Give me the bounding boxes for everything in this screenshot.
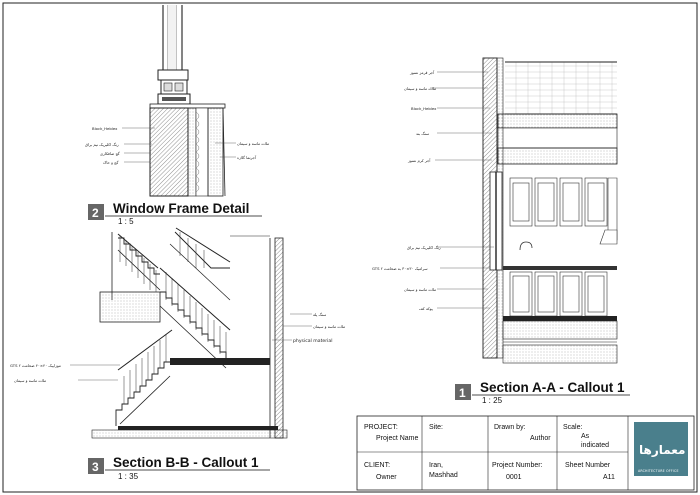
site-value-line2: Mashhad: [429, 472, 458, 479]
firm-logo-subtitle: ARCHITECTURE OFFICE: [638, 469, 679, 473]
scale-label: Scale:: [563, 424, 583, 431]
view-number-badge: [88, 458, 104, 474]
project-value: Project Name: [376, 435, 419, 442]
view-scale: 1 : 5: [118, 217, 134, 226]
firm-logo: [634, 422, 688, 476]
sheet-number-label: Sheet Number: [565, 462, 611, 469]
site-label: Site:: [429, 424, 443, 431]
label-acrylic-paint: رنگ اکلیریک نیم براق: [85, 142, 119, 147]
drawn-by-value: Author: [530, 435, 551, 442]
view-scale: 1 : 35: [118, 472, 139, 481]
section-aa-view: آجر قرمز نسوز ملات ماسه و سیمان Block_He…: [372, 57, 630, 405]
label-band-stone: سنگ بند: [416, 131, 429, 136]
project-number-value: 0001: [506, 474, 522, 481]
view-scale: 1 : 25: [482, 396, 503, 405]
label-stair-mortar: ملات ماسه و سیمان: [313, 324, 345, 329]
project-label: PROJECT:: [364, 424, 398, 431]
client-value: Owner: [376, 474, 397, 481]
scale-value-line1: As: [581, 433, 590, 440]
label-red-brick: آجر قرمز نسوز: [409, 70, 435, 75]
label-floor-mortar: ملات ماسه و سیمان: [404, 287, 436, 292]
title-block: PROJECT: Project Name Site: Drawn by: Au…: [356, 415, 695, 491]
label-floor-fill: پوکه کف: [419, 306, 433, 311]
label-stair-stone: سنگ پله: [313, 312, 326, 317]
client-label: CLIENT:: [364, 462, 390, 469]
label-mosaic: GTS موزاییک ۴۰×۴۰ ضخامت ۲: [10, 363, 61, 368]
window-frame-detail-view: Block_Heblex رنگ اکلیریک نیم براق گچ صاف…: [85, 5, 269, 226]
view-number: 2: [92, 206, 99, 220]
label-cream-brick: آجر کرم نسوز: [407, 158, 431, 163]
view-title: Section B-B - Callout 1: [113, 455, 259, 470]
label-mortar-right: ملات ماسه و سیمان: [237, 141, 269, 146]
view-number: 3: [92, 460, 99, 474]
site-value-line1: Iran,: [429, 462, 443, 469]
scale-value-line2: indicated: [581, 442, 609, 449]
label-top-mortar: ملات ماسه و سیمان: [404, 86, 436, 91]
section-bb-view: سنگ پله ملات ماسه و سیمان physical mater…: [10, 227, 345, 481]
firm-logo-text: معمارها: [639, 443, 686, 457]
view-number: 1: [459, 386, 466, 400]
label-block-heblex: Block_Heblex: [411, 106, 437, 111]
label-plaster-soil: گچ و خاک: [103, 160, 119, 165]
view-number-badge: [455, 384, 471, 400]
project-number-label: Project Number:: [492, 462, 543, 469]
label-block-heblex: Block_Heblex: [92, 126, 118, 131]
label-acrylic-paint: رنگ اکلیریک نیم براق: [407, 245, 441, 250]
view-number-badge: [88, 204, 104, 220]
label-physical-material: physical material: [293, 338, 332, 344]
view-title: Window Frame Detail: [113, 201, 249, 216]
label-glazed-brick: آجرنما گلازه: [237, 155, 257, 160]
sheet-number-value: A11: [603, 474, 615, 481]
drawn-by-label: Drawn by:: [494, 424, 526, 431]
label-floor-mortar: ملات ماسه و سیمان: [14, 378, 46, 383]
label-smooth-plaster: گچ صافکاری: [100, 151, 120, 156]
label-ceramic-tile: GTS سرامیک ۳۰×۳۰ به ضخامت ۲: [372, 266, 428, 271]
view-title: Section A-A - Callout 1: [480, 380, 625, 395]
